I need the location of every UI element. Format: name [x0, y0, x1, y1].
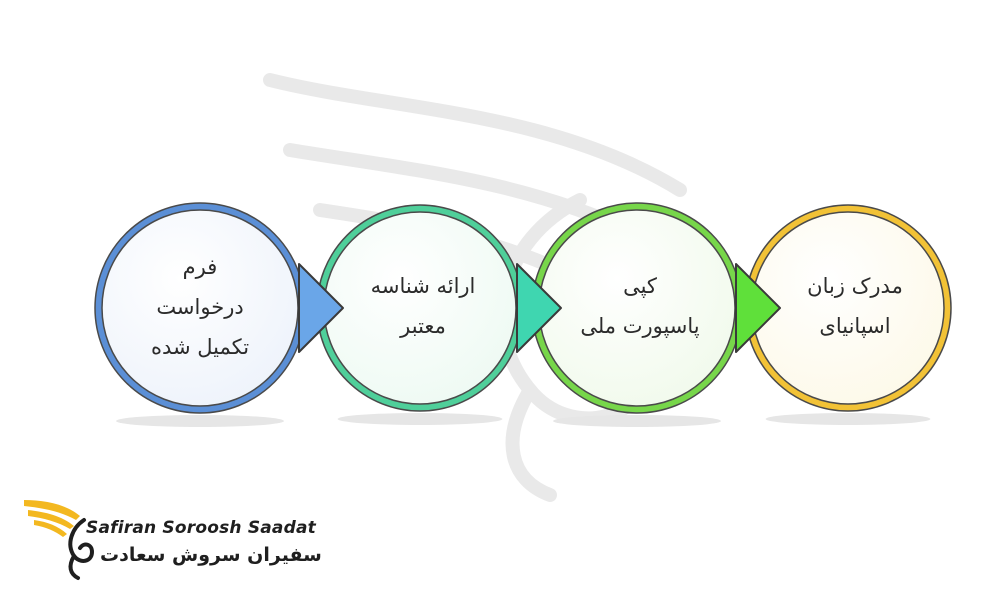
step-1-label: فرم درخواست تکمیل شده	[115, 247, 285, 367]
step-3-arrow-tip	[735, 263, 781, 353]
step-4-label: مدرک زبان اسپانیای	[770, 266, 940, 346]
logo-persian-text: سفیران سروش سعادت	[100, 544, 322, 566]
logo-english-text: Safiran Soroosh Saadat	[86, 518, 316, 538]
step-line: مدرک زبان	[807, 274, 903, 298]
step-4-node	[744, 204, 952, 412]
step-line: ارائه شناسه	[370, 274, 476, 298]
step-3-label: کپی پاسپورت ملی	[555, 266, 725, 346]
step-1-node	[94, 202, 344, 414]
step-4-shadow	[765, 413, 931, 425]
step-1-shadow	[116, 415, 284, 427]
step-line: فرم	[182, 255, 218, 279]
step-1-arrow-tip	[298, 263, 344, 353]
step-line: تکمیل شده	[150, 335, 250, 359]
step-3-node	[531, 202, 781, 414]
company-logo: Safiran Soroosh Saadat سفیران سروش سعادت	[22, 494, 322, 584]
step-line: معتبر	[400, 314, 446, 338]
step-line: درخواست	[156, 295, 244, 319]
step-line: اسپانیای	[819, 314, 891, 338]
step-2-arrow-tip	[516, 263, 562, 353]
step-line: کپی	[623, 274, 657, 298]
step-2-shadow	[337, 413, 503, 425]
step-3-shadow	[553, 415, 721, 427]
step-line: پاسپورت ملی	[580, 314, 700, 338]
step-2-node	[316, 204, 562, 412]
winged-swan-logo-icon	[24, 500, 95, 580]
step-2-label: ارائه شناسه معتبر	[338, 266, 508, 346]
